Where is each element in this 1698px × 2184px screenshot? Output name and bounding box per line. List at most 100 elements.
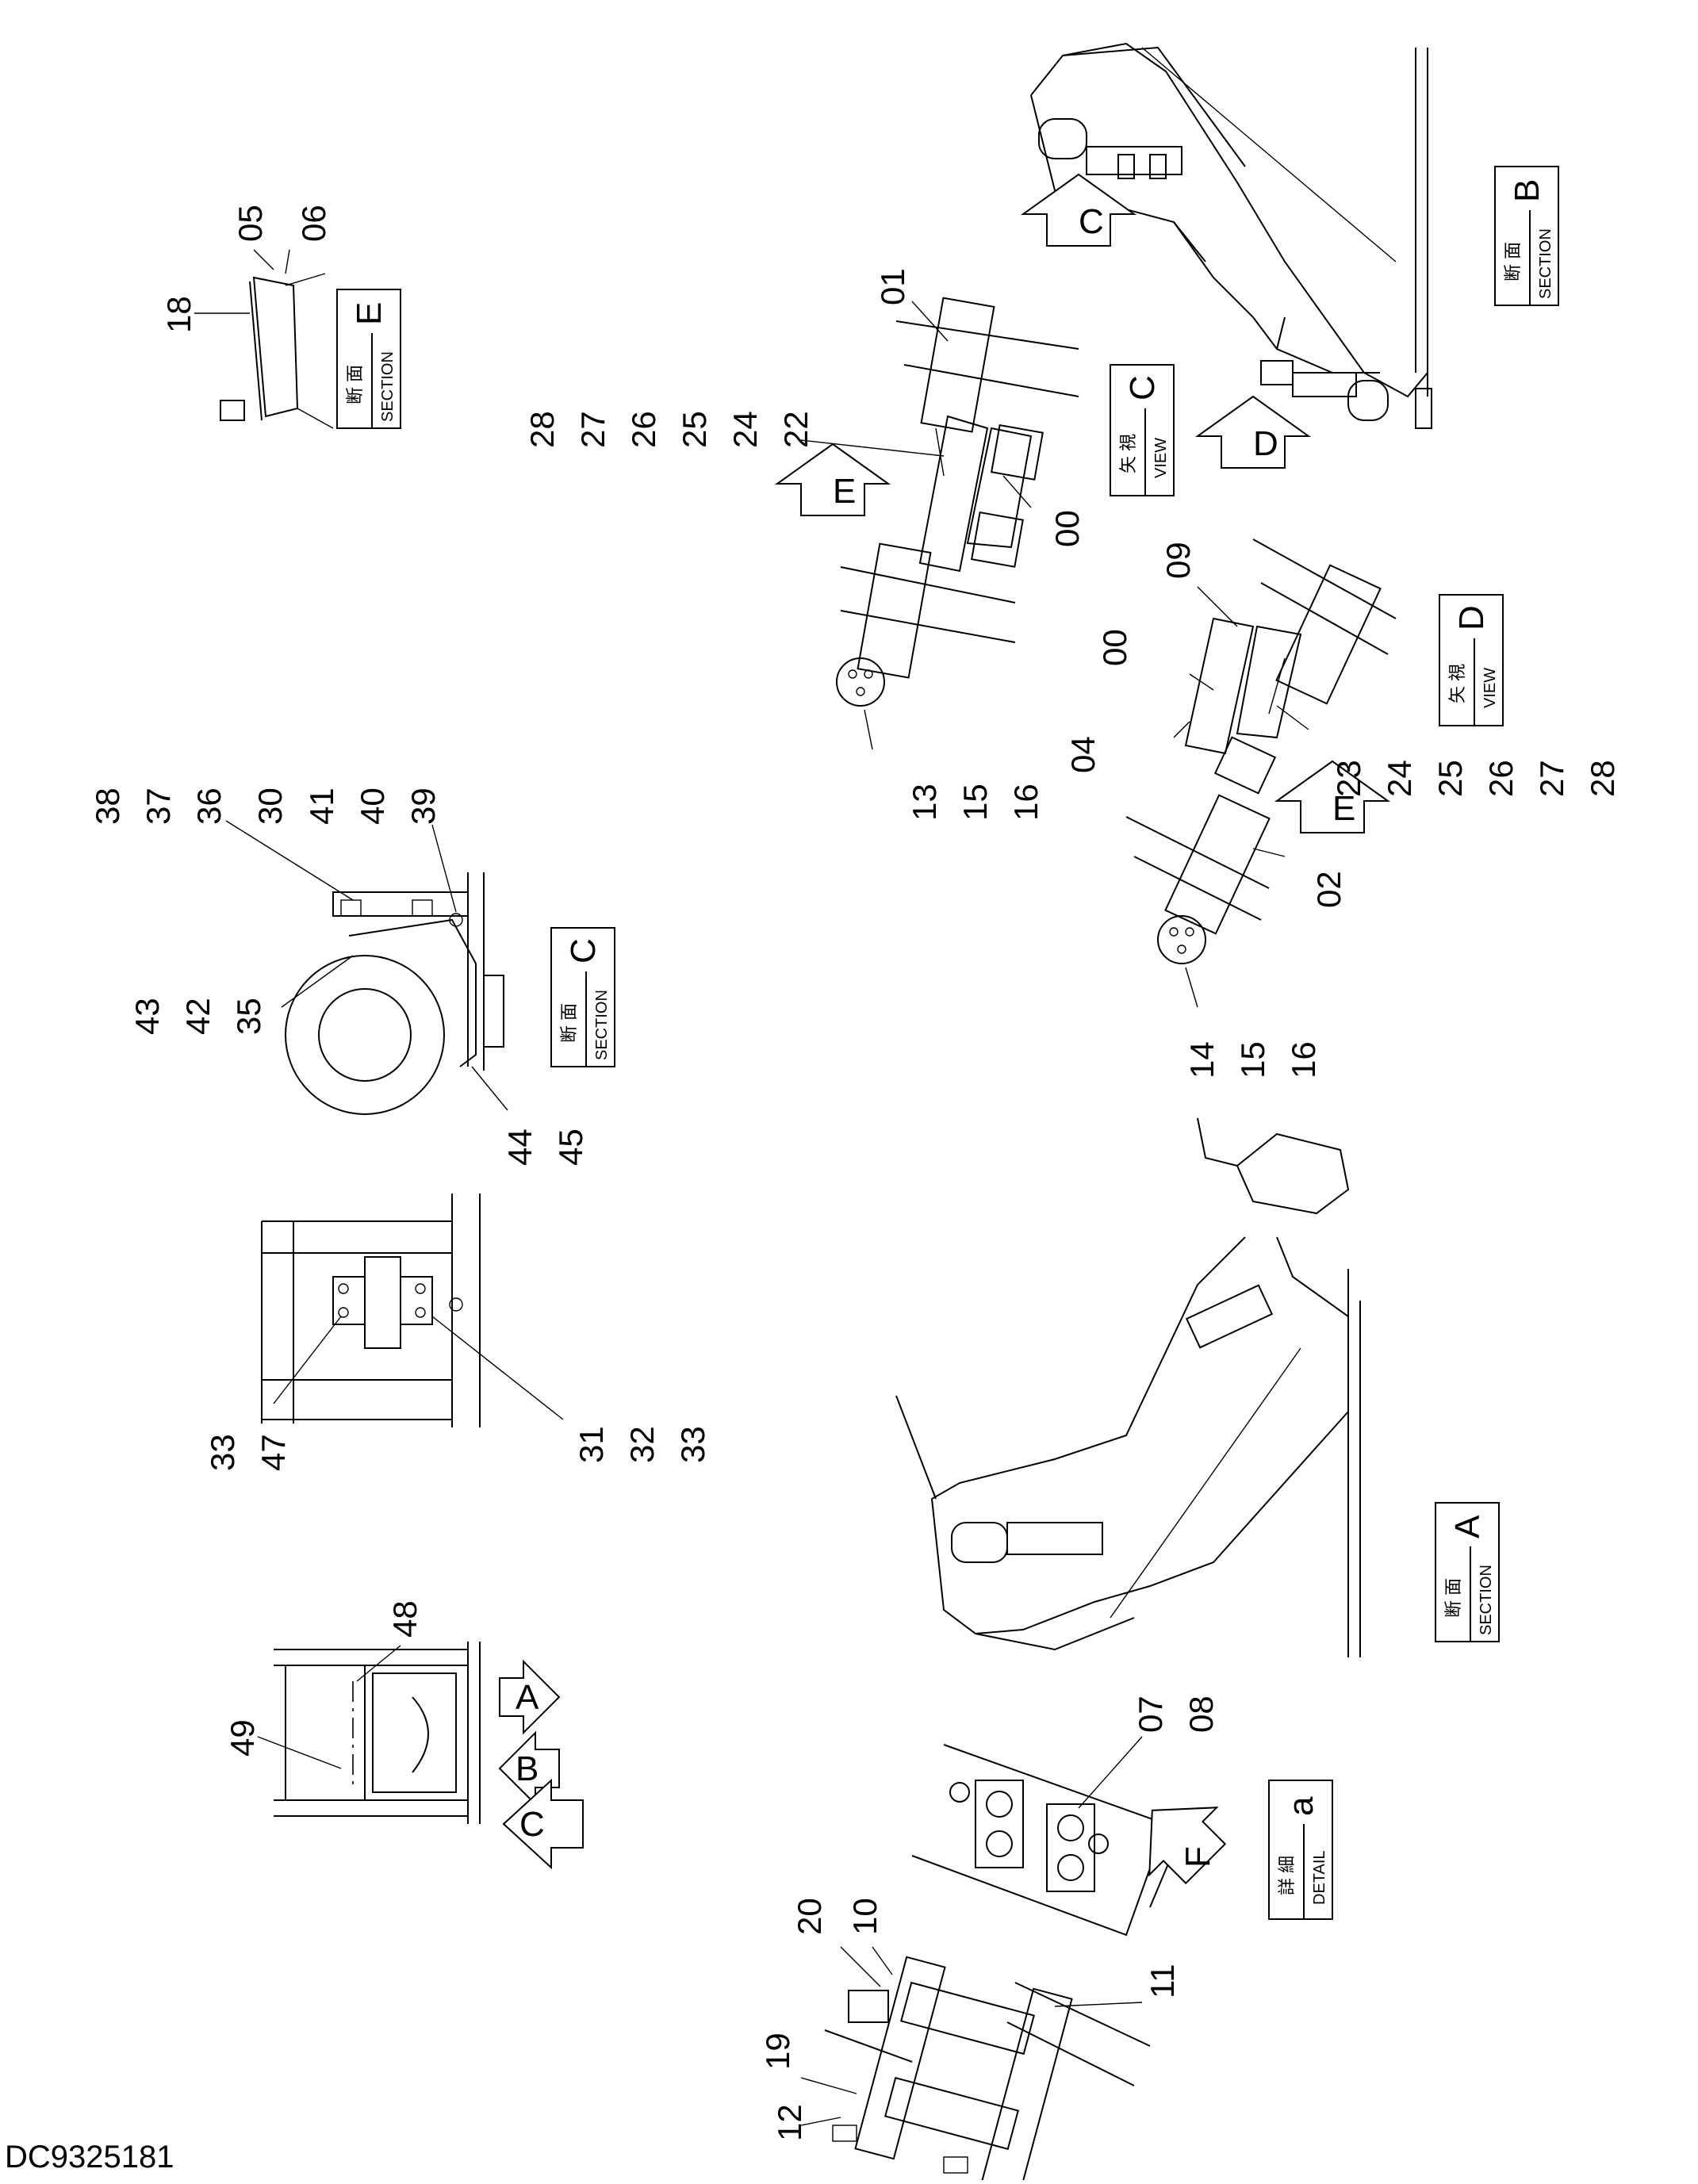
label-section-b-jp: 断 面	[1503, 242, 1523, 282]
label-view-c-en: VIEW	[1152, 438, 1170, 478]
callout-44: 44	[501, 1128, 539, 1166]
callout-12: 12	[771, 2104, 808, 2141]
label-section-a-jp: 断 面	[1443, 1578, 1463, 1618]
callout-13: 13	[906, 784, 943, 821]
view-arrow-c-lower: C	[502, 1778, 584, 1870]
callout-24b: 24	[1381, 760, 1418, 797]
view-arrow-e-upper: E	[774, 443, 891, 516]
callout-25a: 25	[676, 411, 713, 448]
callout-08: 08	[1182, 1695, 1220, 1733]
callout-26b: 26	[1482, 760, 1520, 797]
label-section-a-letter: A	[1448, 1515, 1487, 1538]
callout-05: 05	[232, 205, 269, 242]
label-view-d-letter: D	[1452, 605, 1491, 630]
callout-39: 39	[404, 787, 442, 825]
leader-lines	[194, 249, 1309, 2126]
view-arrow-b-letter: B	[516, 1749, 539, 1788]
callout-33b: 33	[674, 1426, 711, 1463]
callout-27b: 27	[1533, 760, 1570, 797]
label-detail-a-letter: a	[1282, 1796, 1320, 1816]
callout-16a: 16	[1007, 784, 1044, 821]
label-section-b: 断 面 SECTION B	[1494, 166, 1559, 306]
section-a-drawing	[895, 1117, 1361, 1657]
label-view-d-jp: 矢 視	[1447, 664, 1467, 703]
label-section-e-letter: E	[350, 302, 389, 325]
label-section-e: 断 面 SECTION E	[336, 289, 401, 429]
section-e-drawing	[220, 273, 334, 429]
document-id: DC9325181	[5, 2140, 174, 2174]
callout-31: 31	[573, 1426, 610, 1463]
view-arrow-f	[1148, 1807, 1227, 1885]
label-section-e-jp: 断 面	[345, 365, 365, 404]
callout-47: 47	[255, 1434, 292, 1471]
label-view-c: 矢 視 VIEW C	[1110, 364, 1175, 496]
view-arrow-a: A	[499, 1659, 561, 1735]
view-arrow-e-lower-letter: E	[1332, 789, 1355, 828]
callout-10: 10	[846, 1898, 883, 1935]
callout-19: 19	[759, 2033, 796, 2070]
label-section-c-jp: 断 面	[559, 1003, 579, 1043]
callout-33a: 33	[204, 1434, 241, 1471]
view-arrow-d: D	[1194, 395, 1312, 469]
fastener-symbol-14	[1157, 915, 1206, 964]
callout-07: 07	[1132, 1695, 1169, 1733]
view-c-drawing	[840, 297, 1079, 679]
part-callouts: 05 06 18 01 28 27 26 25 24 22 00 09 00 0…	[89, 205, 1621, 2141]
label-detail-a-en: DETAIL	[1311, 1850, 1328, 1905]
callout-45: 45	[552, 1128, 589, 1166]
view-arrow-d-letter: D	[1253, 424, 1278, 463]
callout-37: 37	[140, 787, 177, 825]
label-section-c-letter: C	[564, 938, 603, 964]
callout-36: 36	[190, 787, 228, 825]
label-section-a: 断 面 SECTION A	[1435, 1502, 1500, 1642]
callout-11: 11	[1144, 1964, 1181, 1998]
callout-09: 09	[1159, 542, 1197, 579]
bottom-clamp-drawing	[824, 1956, 1151, 2184]
view-arrow-c-upper: C	[1020, 173, 1137, 247]
callout-28a: 28	[523, 411, 561, 448]
callout-04: 04	[1064, 736, 1102, 773]
callout-15b: 15	[1234, 1041, 1271, 1079]
label-detail-a-jp: 詳 細	[1277, 1856, 1297, 1895]
callout-28b: 28	[1584, 760, 1621, 797]
label-view-d-en: VIEW	[1481, 668, 1499, 708]
label-view-c-jp: 矢 視	[1118, 434, 1138, 473]
callout-15a: 15	[956, 784, 994, 821]
view-arrow-c-upper-letter: C	[1079, 202, 1104, 241]
callout-26a: 26	[625, 411, 662, 448]
detail-a-drawing	[911, 1744, 1183, 1937]
callout-24a: 24	[726, 411, 764, 448]
label-section-a-en: SECTION	[1478, 1565, 1495, 1635]
view-arrow-e-upper-letter: E	[833, 472, 856, 511]
fastener-symbol-13	[836, 657, 885, 707]
section-c-drawing	[285, 872, 504, 1115]
callout-23: 23	[1330, 760, 1367, 797]
callout-16b: 16	[1285, 1041, 1322, 1079]
callout-02: 02	[1310, 871, 1347, 908]
callout-48: 48	[386, 1600, 424, 1638]
callout-20: 20	[791, 1898, 828, 1935]
label-view-d: 矢 視 VIEW D	[1439, 594, 1504, 726]
callout-25b: 25	[1432, 760, 1469, 797]
clamp-top-view-drawing	[261, 1194, 481, 1427]
callout-01: 01	[874, 268, 911, 305]
label-view-c-letter: C	[1123, 375, 1162, 400]
callout-06: 06	[295, 205, 332, 242]
label-section-e-en: SECTION	[379, 351, 397, 422]
section-b-drawing	[1030, 42, 1432, 429]
callout-30: 30	[251, 787, 289, 825]
view-arrow-e-lower: E	[1274, 760, 1391, 833]
callout-18: 18	[160, 296, 197, 333]
callout-22: 22	[777, 411, 815, 448]
view-arrow-a-letter: A	[516, 1678, 539, 1717]
callout-38: 38	[89, 787, 126, 825]
label-section-b-letter: B	[1508, 179, 1547, 202]
callout-35: 35	[230, 998, 267, 1035]
callout-32: 32	[623, 1426, 661, 1463]
view-arrow-f-letter: F	[1179, 1846, 1217, 1868]
callout-43: 43	[128, 998, 166, 1035]
label-detail-a: 詳 細 DETAIL a	[1268, 1780, 1333, 1920]
callout-00b: 00	[1096, 629, 1133, 666]
